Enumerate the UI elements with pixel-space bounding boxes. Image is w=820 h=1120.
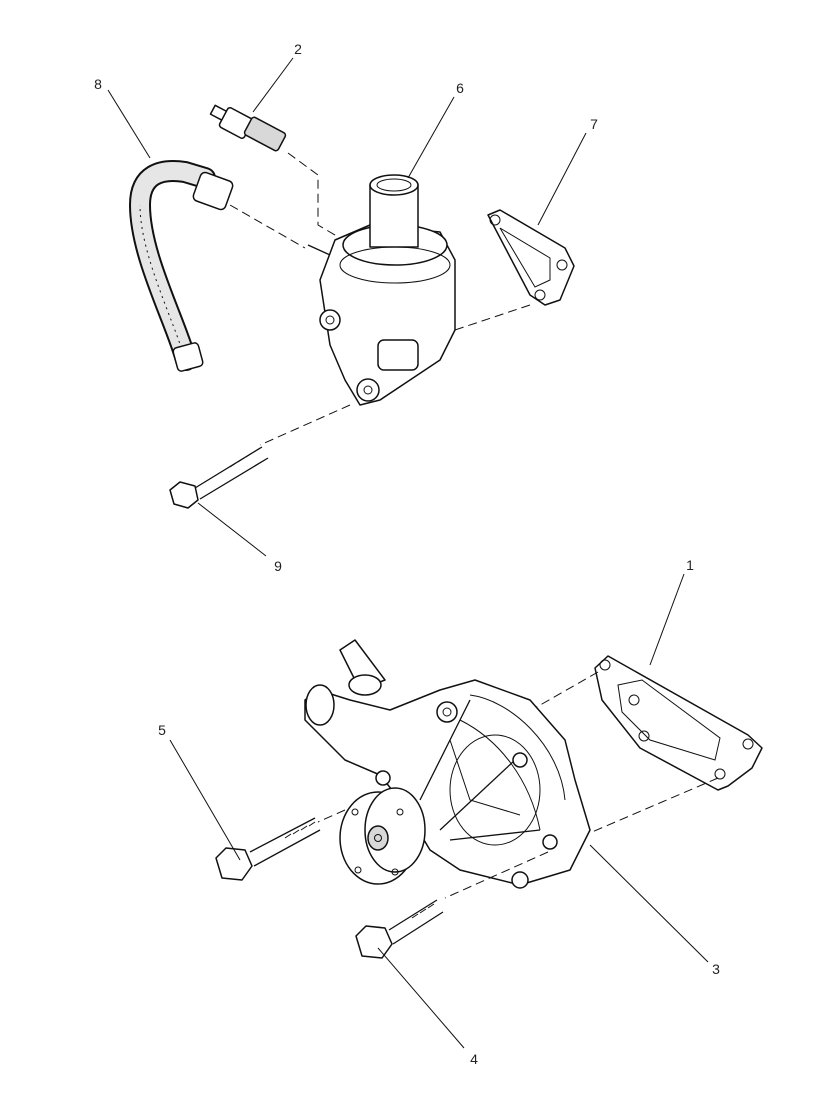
leader-line-1 <box>649 573 685 666</box>
pump-bolt-short-part <box>355 899 444 959</box>
thermostat-housing-part <box>259 174 531 446</box>
temperature-sensor-part <box>209 104 341 239</box>
callout-8: 8 <box>94 76 102 92</box>
leader-line-2 <box>252 57 294 113</box>
leader-line-8 <box>107 89 151 159</box>
callout-2: 2 <box>294 41 302 57</box>
leader-line-9 <box>197 502 267 557</box>
callout-7: 7 <box>590 116 598 132</box>
callout-1: 1 <box>686 557 694 573</box>
callout-9: 9 <box>274 558 282 574</box>
water-pump-gasket-part <box>534 655 763 833</box>
leader-line-3 <box>589 844 709 963</box>
leader-line-4 <box>377 947 465 1049</box>
leader-line-5 <box>169 739 241 861</box>
coolant-hose-part <box>128 160 306 372</box>
callout-5: 5 <box>158 722 166 738</box>
callout-4: 4 <box>470 1051 478 1067</box>
housing-bolt-part <box>169 446 269 509</box>
pump-bolt-long-part <box>215 817 321 881</box>
thermostat-gasket-part <box>487 209 575 306</box>
leader-lines <box>107 57 709 1049</box>
leader-line-6 <box>407 96 455 179</box>
leader-line-7 <box>537 132 587 226</box>
water-pump-body-part <box>304 639 591 899</box>
callout-6: 6 <box>456 80 464 96</box>
callout-3: 3 <box>712 961 720 977</box>
